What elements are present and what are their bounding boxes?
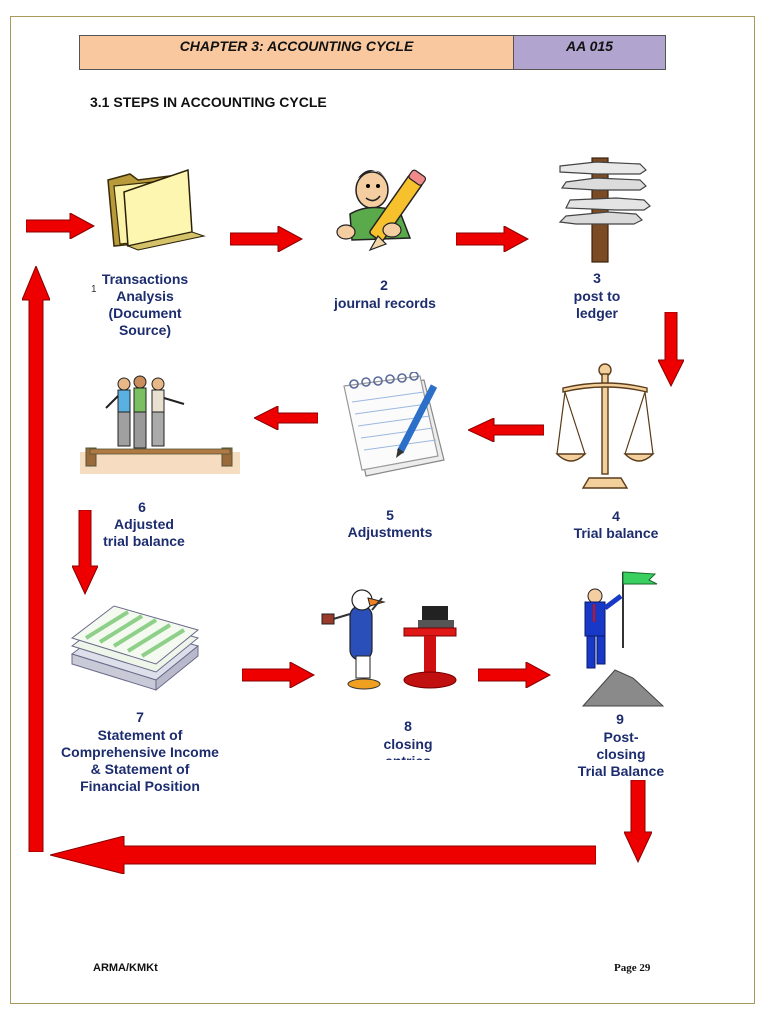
step-1-label: Transactions Analysis (Document Source) xyxy=(101,271,189,338)
section-title: 3.1 STEPS IN ACCOUNTING CYCLE xyxy=(90,94,327,110)
step-6-number: 6 xyxy=(138,499,146,515)
duck-cashier-icon xyxy=(321,589,457,690)
balancing-people-icon xyxy=(80,375,240,474)
folder-icon xyxy=(107,168,206,251)
arrow-return-up xyxy=(22,266,50,852)
step-8-number: 8 xyxy=(404,718,412,734)
step-2-label: journal records xyxy=(334,295,436,311)
chapter-title: CHAPTER 3: ACCOUNTING CYCLE xyxy=(80,36,514,69)
arrow-step-7-to-8 xyxy=(242,662,316,688)
writing-man-icon xyxy=(336,169,427,252)
arrow-step-9-down xyxy=(624,780,652,864)
step-5-label: Adjustments xyxy=(347,524,433,540)
chapter-header: CHAPTER 3: ACCOUNTING CYCLE AA 015 xyxy=(79,35,666,70)
arrow-step-6-to-7 xyxy=(72,510,98,596)
step-3-label: post to ledger xyxy=(573,288,621,321)
step-5-number: 5 xyxy=(386,507,394,523)
step-8-label: closing entries xyxy=(383,736,433,760)
arrow-return-left xyxy=(50,836,596,874)
arrow-step-1-to-2 xyxy=(230,226,304,252)
page-border xyxy=(10,16,755,1004)
arrow-step-5-to-6 xyxy=(254,406,318,430)
arrow-into-step-1 xyxy=(26,213,96,239)
step-4-label: Trial balance xyxy=(573,525,659,541)
arrow-step-2-to-3 xyxy=(456,226,530,252)
step-3-number: 3 xyxy=(593,270,601,286)
arrow-step-3-to-4 xyxy=(658,312,684,388)
step-2-number: 2 xyxy=(380,277,388,293)
step-7-label: Statement of Comprehensive Income & Stat… xyxy=(61,727,219,794)
step-7-number: 7 xyxy=(136,709,144,725)
course-code: AA 015 xyxy=(514,36,665,69)
step-9-number: 9 xyxy=(616,711,624,727)
step-1-number: 1 xyxy=(91,284,97,295)
step-4-number: 4 xyxy=(612,508,620,524)
mountain-flag-icon xyxy=(581,571,665,707)
paper-stack-icon xyxy=(70,605,200,692)
scales-icon xyxy=(555,363,655,489)
step-6-label: Adjusted trial balance xyxy=(103,516,185,549)
arrow-step-8-to-9 xyxy=(478,662,552,688)
signpost-icon xyxy=(558,157,651,263)
step-9-label: Post- closing Trial Balance xyxy=(577,729,665,779)
arrow-step-4-to-5 xyxy=(468,418,544,442)
footer-author: ARMA/KMKt xyxy=(93,962,158,974)
footer-page-number: Page 29 xyxy=(614,962,651,974)
notepad-pencil-icon xyxy=(343,372,445,477)
